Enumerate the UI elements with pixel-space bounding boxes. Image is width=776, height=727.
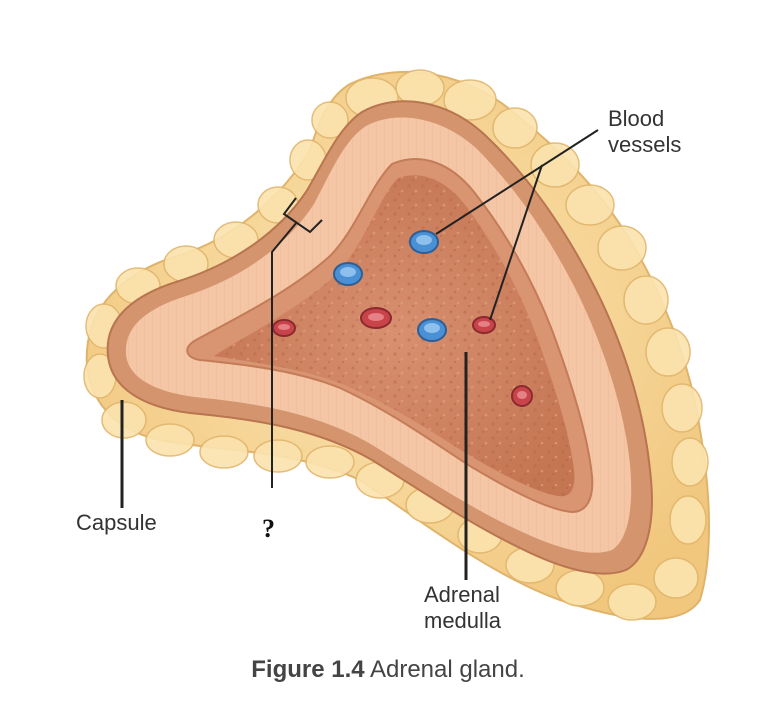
- artery-red-1: [360, 307, 392, 329]
- blood-vessels-group: [272, 230, 533, 407]
- adrenal-medulla-label: Adrenal medulla: [424, 582, 502, 633]
- figure-number: Figure 1.4: [251, 656, 365, 683]
- blood-vessels-leader-2: [489, 164, 543, 321]
- medulla-texture: [214, 175, 575, 497]
- capsule-label: Capsule: [76, 510, 157, 535]
- figure-caption-text: Adrenal gland.: [364, 656, 525, 683]
- artery-red-3: [472, 316, 496, 334]
- blood-vessels-leader-1: [435, 129, 599, 235]
- cortex-bracket-leader: [271, 221, 298, 488]
- vein-blue-1: [409, 230, 439, 254]
- blood-vessels-label: Blood vessels: [608, 106, 682, 157]
- unknown-layer-question-mark: ?: [262, 514, 275, 543]
- artery-red-2: [272, 319, 296, 337]
- figure-caption: Figure 1.4 Adrenal gland.: [0, 656, 776, 684]
- vein-blue-3: [417, 318, 447, 342]
- artery-red-4: [511, 385, 533, 407]
- vein-blue-2: [333, 262, 363, 286]
